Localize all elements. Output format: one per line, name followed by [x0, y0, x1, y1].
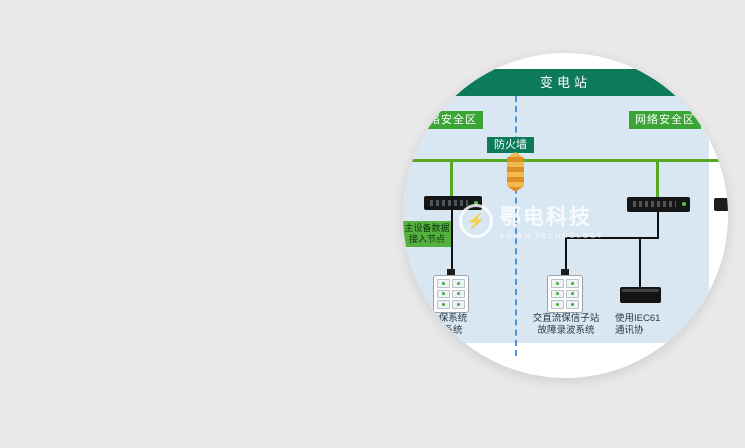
switch-device-right [627, 197, 690, 212]
cable-left-vertical [451, 210, 453, 275]
panel-cell [452, 279, 465, 288]
network-bus-line [409, 159, 719, 162]
firewall-icon [507, 152, 524, 192]
brand-watermark-text: 鄂电科技 EDIAN TECHNOLOGY [500, 201, 604, 240]
caption-right-line2: 通讯协 [615, 325, 644, 336]
caption-left-line1: 保系统 [438, 313, 468, 324]
brand-name: 鄂电科技 [500, 206, 592, 229]
switch-led [474, 201, 478, 205]
panel-connector [561, 269, 569, 275]
caption-center-line1: 交直流保信子站 [532, 313, 600, 324]
panel-cell [452, 289, 465, 299]
recorder-device [620, 287, 661, 303]
panel-cell [437, 300, 450, 309]
diagram-circle: 变电站 网络安全区 网络安全区 防火墙 主设备数据 接入节点 [403, 53, 728, 378]
panel-cell [437, 279, 450, 288]
panel-cell [437, 289, 450, 299]
caption-left-line2: 系统 [443, 325, 463, 336]
brand-logo-icon: ⚡ [459, 203, 493, 238]
zone-label-left: 网络安全区 [411, 111, 483, 129]
panel-cell [551, 300, 564, 309]
caption-right-line1: 使用IEC61 [615, 313, 661, 324]
substation-header: 变电站 [403, 69, 728, 96]
caption-center: 交直流保信子站 故障录波系统 [517, 313, 615, 337]
panel-cell [566, 300, 579, 309]
access-node-label-line1: 主设备数据 [404, 223, 450, 233]
panel-cell [566, 279, 579, 288]
brand-logo-glyph: ⚡ [466, 212, 486, 230]
cable-box-vertical [639, 239, 641, 287]
access-node-label-line2: 接入节点 [408, 234, 445, 244]
protection-panel-left [433, 275, 469, 313]
brand-subtext: EDIAN TECHNOLOGY [500, 233, 605, 240]
bus-drop-right [656, 159, 659, 198]
zone-label-right: 网络安全区 [629, 111, 701, 129]
panel-cell [551, 279, 564, 288]
cable-center-vertical [565, 237, 567, 275]
panel-cell [566, 289, 579, 299]
access-node-label: 主设备数据 接入节点 [403, 221, 451, 247]
cable-right-vertical [657, 212, 659, 239]
zone-divider-dashed-line [515, 96, 517, 356]
caption-center-line2: 故障录波系统 [537, 325, 595, 336]
caption-left: 保系统 系统 [423, 313, 483, 337]
panel-cell [551, 289, 564, 299]
protection-panel-center [547, 275, 583, 313]
edge-device-partial [714, 198, 728, 211]
switch-led [682, 202, 686, 206]
substation-title: 变电站 [539, 75, 591, 90]
brand-watermark: ⚡ 鄂电科技 EDIAN TECHNOLOGY [459, 201, 629, 240]
switch-ports [430, 200, 468, 206]
cable-horizontal [565, 237, 659, 239]
caption-right: 使用IEC61 通讯协 [615, 313, 695, 337]
panel-cell [452, 300, 465, 309]
firewall-label: 防火墙 [487, 137, 534, 153]
switch-ports [633, 201, 676, 207]
bus-drop-left [450, 159, 453, 198]
panel-connector [447, 269, 455, 275]
